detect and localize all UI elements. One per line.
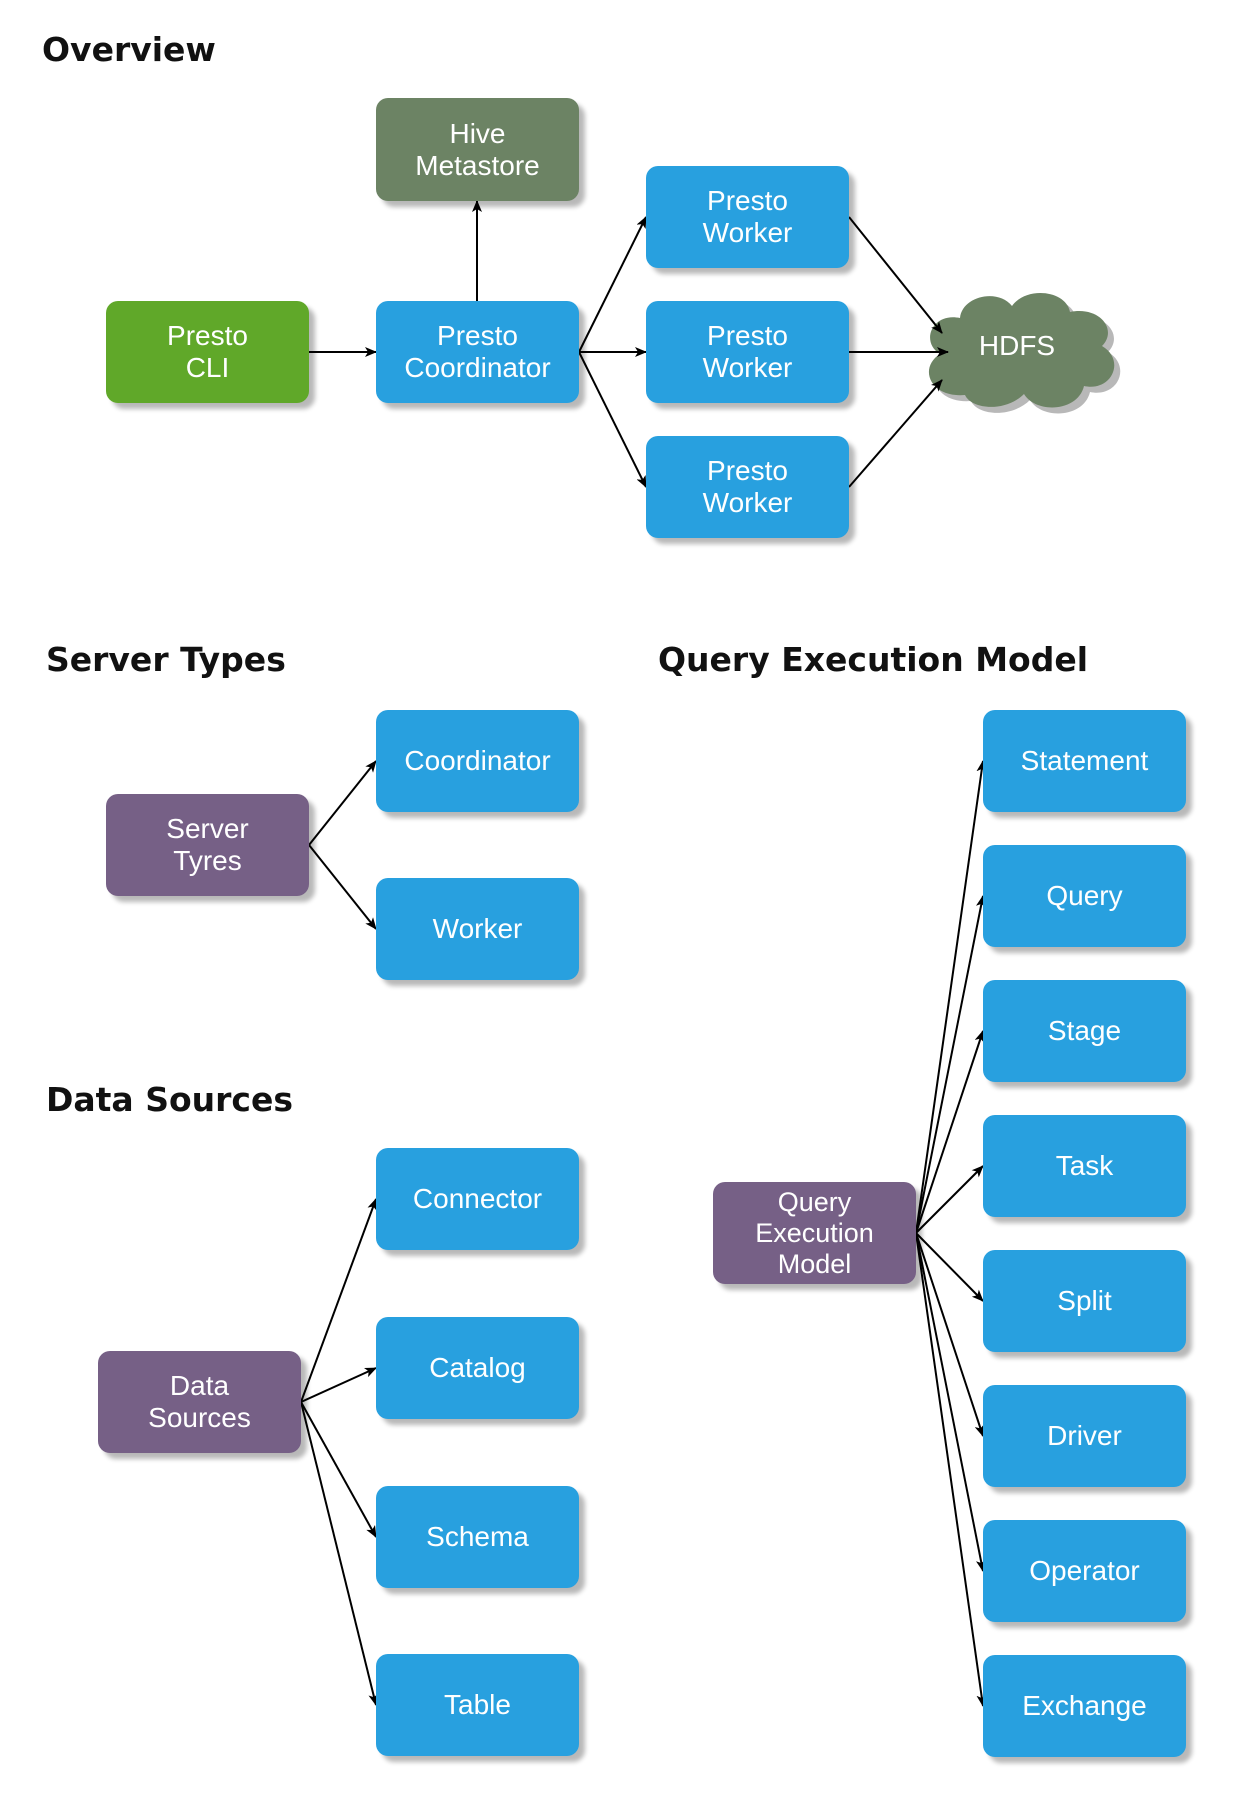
catalog-node[interactable]: Catalog [376, 1317, 579, 1419]
edge-coordinator-to-worker3 [578, 351, 647, 488]
edge-group [300, 200, 987, 1707]
query-execution-model-root-node[interactable]: Query Execution Model [713, 1182, 916, 1284]
presto-worker-node-1[interactable]: Presto Worker [646, 166, 849, 268]
presto-worker-node-3[interactable]: Presto Worker [646, 436, 849, 538]
connector-node[interactable]: Connector [376, 1148, 579, 1250]
edge-data-sources-to-table [300, 1401, 379, 1706]
worker-type-node[interactable]: Worker [376, 878, 579, 980]
server-types-heading: Server Types [46, 640, 286, 679]
edge-server-types-to-worker-type [308, 844, 377, 930]
stage-node[interactable]: Stage [983, 980, 1186, 1082]
table-node[interactable]: Table [376, 1654, 579, 1756]
data-sources-heading: Data Sources [46, 1080, 293, 1119]
hdfs-cloud-shape [928, 293, 1121, 414]
query-execution-model-heading: Query Execution Model [658, 640, 1089, 679]
edge-coordinator-to-worker1 [578, 216, 647, 353]
edge-worker3-to-hdfs [848, 379, 943, 488]
overview-heading: Overview [42, 30, 216, 69]
server-types-root-node[interactable]: Server Tyres [106, 794, 309, 896]
hive-metastore-node[interactable]: Hive Metastore [376, 98, 579, 201]
presto-worker-node-2[interactable]: Presto Worker [646, 301, 849, 403]
edge-data-sources-to-connector [300, 1198, 377, 1403]
edge-data-sources-to-schema [300, 1401, 377, 1538]
edge-query-execution-model-to-operator [915, 1232, 986, 1572]
presto-coordinator-node[interactable]: Presto Coordinator [376, 301, 579, 403]
task-node[interactable]: Task [983, 1115, 1186, 1217]
split-node[interactable]: Split [983, 1250, 1186, 1352]
edge-query-execution-model-to-split [915, 1232, 984, 1302]
edge-data-sources-to-catalog [300, 1367, 377, 1403]
edge-query-execution-model-to-stage [915, 1030, 985, 1234]
hdfs-node[interactable]: HDFS [978, 330, 1056, 361]
edge-query-execution-model-to-task [915, 1165, 984, 1234]
edge-server-types-to-coordinator-type [308, 760, 377, 846]
driver-node[interactable]: Driver [983, 1385, 1186, 1487]
edge-query-execution-model-to-driver [915, 1232, 985, 1437]
presto-cli-node[interactable]: Presto CLI [106, 301, 309, 403]
exchange-node[interactable]: Exchange [983, 1655, 1186, 1757]
schema-node[interactable]: Schema [376, 1486, 579, 1588]
edge-query-execution-model-to-statement [915, 760, 987, 1234]
query-node[interactable]: Query [983, 845, 1186, 947]
statement-node[interactable]: Statement [983, 710, 1186, 812]
operator-node[interactable]: Operator [983, 1520, 1186, 1622]
edge-query-execution-model-to-query [915, 895, 986, 1234]
edge-worker1-to-hdfs [848, 216, 943, 334]
coordinator-type-node[interactable]: Coordinator [376, 710, 579, 812]
data-sources-root-node[interactable]: Data Sources [98, 1351, 301, 1453]
edge-query-execution-model-to-exchange [915, 1232, 987, 1707]
